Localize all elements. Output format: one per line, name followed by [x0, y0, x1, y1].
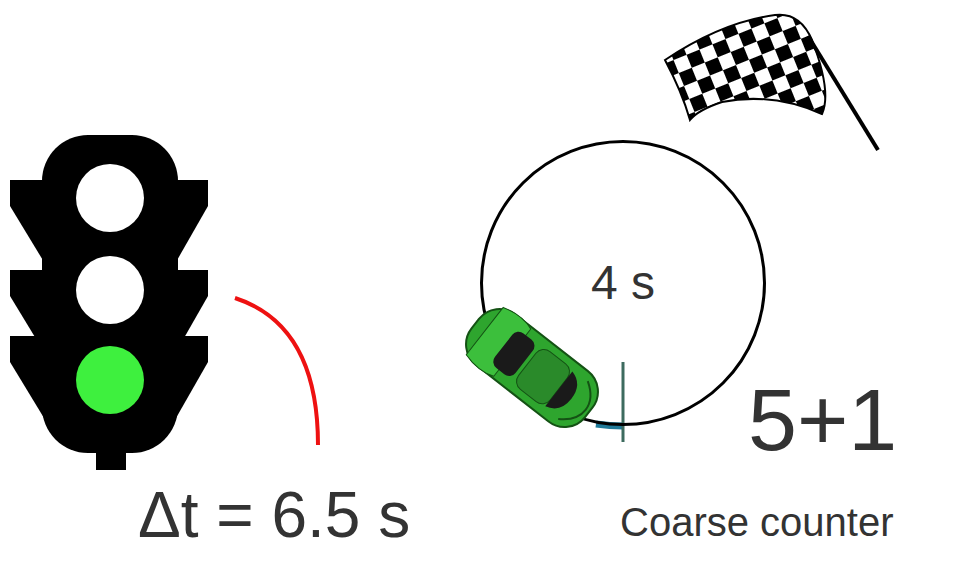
circle-line: [482, 142, 765, 425]
race-car: [455, 298, 609, 439]
label-text: Δt = 6.5 s: [138, 480, 410, 550]
traffic-light: [10, 135, 208, 470]
label-text: 5+1: [748, 372, 897, 469]
label-text: Coarse counter: [620, 500, 893, 544]
timing-arc: [235, 298, 318, 445]
node-text: 4 s: [591, 257, 655, 310]
start-marker: [622, 362, 625, 442]
checkered-flag: [665, 15, 878, 150]
